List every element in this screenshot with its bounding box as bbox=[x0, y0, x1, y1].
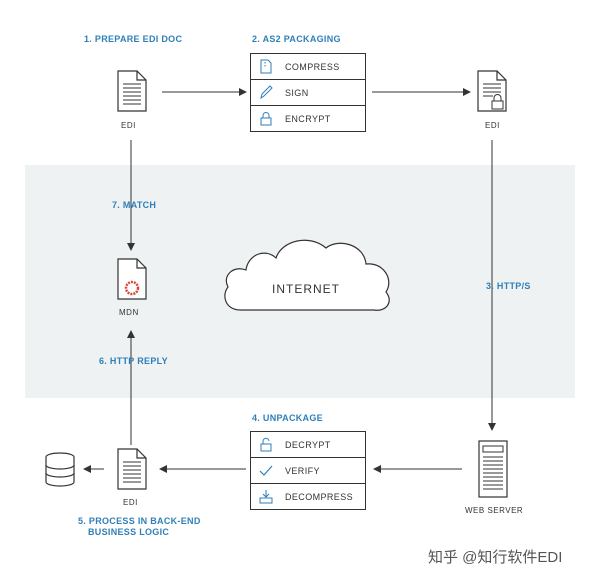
step-1-label: 1. PREPARE EDI DOC bbox=[84, 34, 183, 44]
cloud-icon bbox=[224, 239, 390, 311]
cloud-label: INTERNET bbox=[272, 282, 340, 296]
step-6-label: 6. HTTP REPLY bbox=[99, 356, 168, 366]
step-5-label-line1: 5. PROCESS IN BACK-END bbox=[78, 516, 201, 526]
web-server-caption: WEB SERVER bbox=[465, 506, 524, 515]
packaging-row-encrypt: ENCRYPT bbox=[251, 106, 365, 131]
packaging-label-compress: COMPRESS bbox=[285, 61, 340, 72]
mdn-document-icon bbox=[117, 258, 147, 300]
unpackage-row-decompress: DECOMPRESS bbox=[251, 484, 365, 509]
step-2-label: 2. AS2 PACKAGING bbox=[252, 34, 341, 44]
as2-packaging-box: COMPRESS SIGN ENCRYPT bbox=[250, 53, 366, 132]
packaging-row-compress: COMPRESS bbox=[251, 54, 365, 80]
unpackage-row-decrypt: DECRYPT bbox=[251, 432, 365, 458]
step-7-label: 7. MATCH bbox=[112, 200, 157, 210]
unpackage-label-verify: VERIFY bbox=[285, 465, 320, 476]
edi-caption-top-right: EDI bbox=[485, 121, 500, 130]
edi-caption-bottom: EDI bbox=[123, 498, 138, 507]
unpackage-box: DECRYPT VERIFY DECOMPRESS bbox=[250, 431, 366, 510]
unpackage-label-decompress: DECOMPRESS bbox=[285, 491, 354, 502]
edi-caption-top-left: EDI bbox=[121, 121, 136, 130]
packaging-row-sign: SIGN bbox=[251, 80, 365, 106]
packaging-label-encrypt: ENCRYPT bbox=[285, 113, 331, 124]
step-5-label-line2: BUSINESS LOGIC bbox=[88, 527, 170, 537]
pen-icon bbox=[260, 85, 273, 100]
packaging-label-sign: SIGN bbox=[285, 87, 309, 98]
unpackage-label-decrypt: DECRYPT bbox=[285, 439, 331, 450]
encrypted-document-icon bbox=[477, 70, 507, 112]
document-icon bbox=[117, 70, 147, 112]
database-icon bbox=[45, 452, 75, 487]
mdn-caption: MDN bbox=[119, 308, 139, 317]
server-icon bbox=[478, 440, 508, 498]
step-4-label: 4. UNPACKAGE bbox=[252, 413, 323, 423]
document-icon bbox=[117, 448, 147, 490]
step-3-label: 3. HTTP/S bbox=[486, 281, 531, 291]
watermark: 知乎 @知行软件EDI bbox=[428, 549, 563, 566]
lock-icon bbox=[260, 112, 272, 126]
tray-icon bbox=[259, 490, 273, 504]
unlock-icon bbox=[260, 437, 272, 452]
unpackage-row-verify: VERIFY bbox=[251, 458, 365, 484]
compress-icon bbox=[260, 59, 272, 74]
check-icon bbox=[259, 465, 273, 476]
